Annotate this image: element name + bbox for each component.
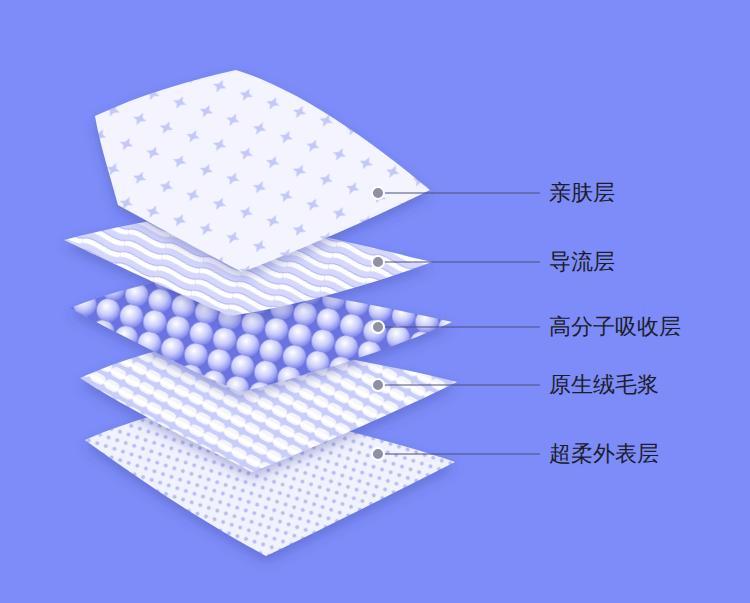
layer-label: 高分子吸收层 <box>549 314 681 340</box>
layer-label: 超柔外表层 <box>549 441 659 467</box>
layer-label: 原生绒毛浆 <box>549 372 659 398</box>
leader-lines <box>384 193 540 454</box>
top-layer <box>95 70 430 272</box>
layer-label: 亲肤层 <box>549 180 615 206</box>
layer-label: 导流层 <box>549 249 615 275</box>
leader-dots <box>372 187 384 460</box>
